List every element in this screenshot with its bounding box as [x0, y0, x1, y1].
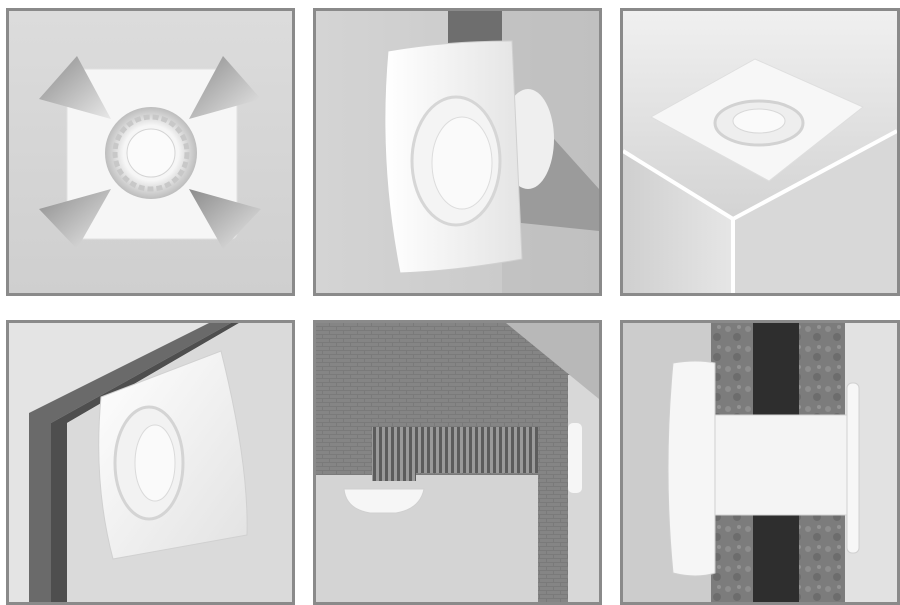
panel-fan-through-wall-section [620, 320, 900, 605]
fan-front-illustration [9, 11, 292, 293]
fan-outer-grille [847, 383, 859, 553]
fan-faceplate [668, 361, 715, 576]
fan-wall-angle-illustration [9, 323, 292, 602]
fan-through-wall-illustration [623, 323, 897, 602]
flexible-duct [372, 427, 538, 481]
fan-wall-side-illustration [316, 11, 599, 293]
fan-grille-outlet [568, 423, 582, 493]
panel-fan-wall-mount-side [313, 8, 602, 296]
fan-duct-sleeve [715, 415, 847, 515]
panel-fan-wall-angle [6, 320, 295, 605]
panel-fan-duct-installation [313, 320, 602, 605]
fan-ceiling-illustration [623, 11, 897, 293]
panel-fan-front-airflow [6, 8, 295, 296]
panel-fan-ceiling-corner [620, 8, 900, 296]
fan-duct-illustration [316, 323, 599, 602]
